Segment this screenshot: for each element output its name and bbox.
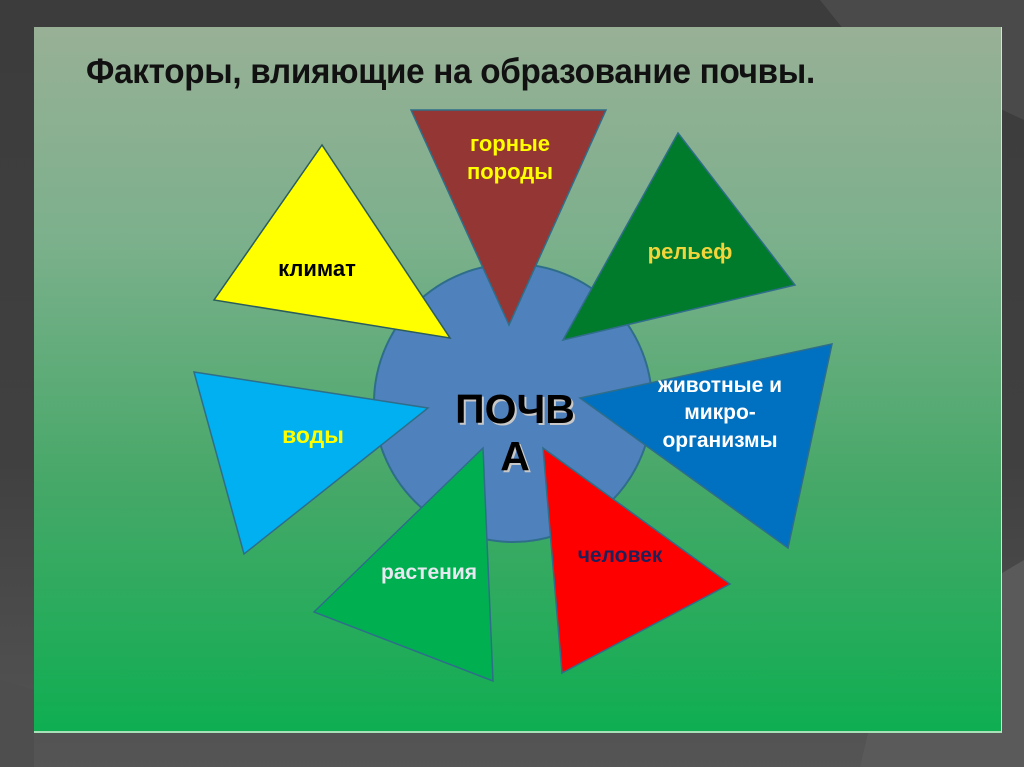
relief-label: рельеф	[647, 239, 733, 264]
human-label: человек	[577, 544, 663, 567]
relief-triangle	[561, 131, 797, 342]
animals-label: животные и микро- организмы	[630, 372, 810, 454]
plants-label: растения	[381, 561, 477, 584]
rocks-triangle	[409, 109, 608, 327]
climate-triangle	[212, 143, 452, 340]
animals-label-line3: организмы	[662, 428, 778, 452]
rocks-label-line1: горные	[469, 131, 551, 156]
water-triangle	[192, 371, 430, 556]
rocks-label-line2: породы	[466, 158, 554, 184]
animals-triangle	[578, 343, 833, 550]
rocks-label: горные породы	[440, 130, 580, 185]
animals-label-line2: микро-	[684, 401, 756, 425]
soil-label-line2: А	[500, 433, 530, 480]
human-triangle	[542, 446, 732, 675]
soil-label-line1: ПОЧВ	[455, 386, 575, 432]
soil-label: ПОЧВ А	[440, 386, 590, 480]
climate-label: климат	[278, 256, 356, 281]
slide-title: Факторы, влияющие на образование почвы.	[86, 52, 815, 91]
plants-triangle	[312, 446, 494, 683]
water-label: воды	[282, 422, 344, 448]
animals-label-line1: животные и	[657, 374, 783, 397]
